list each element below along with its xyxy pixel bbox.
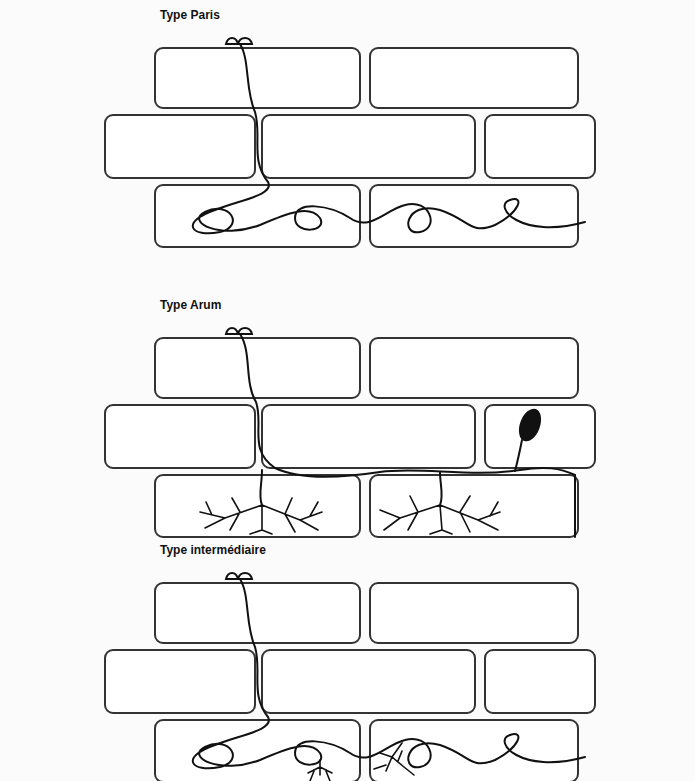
hypha-coils — [193, 44, 585, 233]
vesicle-stalk — [515, 440, 522, 471]
arbuscule — [200, 498, 322, 534]
panel-title: Type intermédiaire — [160, 543, 266, 557]
intermediate-panel — [105, 573, 595, 781]
root-cells — [105, 573, 595, 781]
arbuscule — [308, 760, 332, 781]
panel-title: Type Paris — [160, 8, 220, 22]
panel-title: Type Arum — [160, 298, 221, 312]
root-cells — [105, 38, 595, 247]
paris-panel — [105, 38, 595, 247]
arum-panel — [105, 328, 595, 537]
vesicle — [515, 406, 545, 445]
hypha-branch — [260, 470, 262, 505]
arbuscule — [380, 496, 500, 534]
hypha-branch — [440, 472, 442, 505]
hypha — [240, 334, 575, 537]
root-cells — [105, 328, 595, 537]
arbuscule — [374, 743, 414, 775]
hypha-coils — [193, 579, 585, 768]
